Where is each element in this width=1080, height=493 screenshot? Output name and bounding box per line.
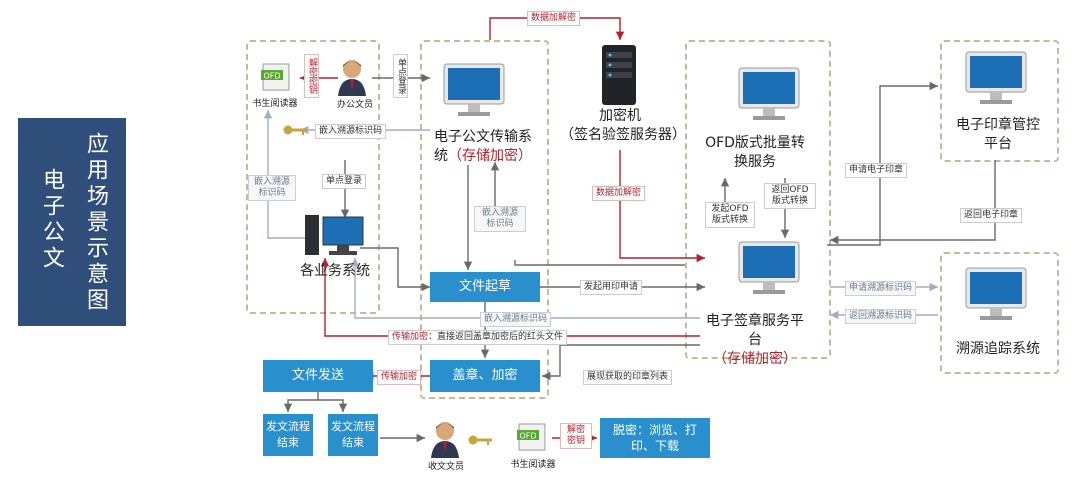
receiver-label: 收文文员 xyxy=(427,462,464,472)
office-group xyxy=(246,40,380,314)
transfer-group xyxy=(420,40,549,399)
embed-trace-bottom-tag: 嵌入溯源标识码 xyxy=(480,312,552,327)
apply-trace-code-tag: 申请溯源标识码 xyxy=(845,281,917,296)
officer-label: 办公文员 xyxy=(336,100,373,110)
transfer-encrypt-2-tag: 传输加密 xyxy=(377,370,422,385)
embed-trace-mid-tag: 嵌入溯源标识码 xyxy=(474,206,526,232)
return-ofd-tag: 返回OFD版式转换 xyxy=(764,183,816,209)
computer-icon xyxy=(735,240,803,298)
return-trace-code-tag: 返回溯源标识码 xyxy=(845,309,917,324)
crypto-machine-label: 加密机（签名验签服务器） xyxy=(560,108,686,143)
title-scene: 应用场景示意图 xyxy=(83,132,108,314)
sign-platform-label: 电子签章服务平台 电子签章服务平台（存储加密） xyxy=(706,313,804,367)
apply-print-tag: 发起用印申请 xyxy=(580,280,643,295)
embed-trace-left-tag: 嵌入溯源标识码 xyxy=(248,175,296,201)
draft-button[interactable]: 文件起草 xyxy=(430,272,540,302)
ofd-reader-bottom-label: 书生阅读器 xyxy=(510,460,556,470)
return-seal-tag: 返回电子印章 xyxy=(960,208,1023,223)
seal-control-label: 电子印章管控平台 xyxy=(956,117,1040,152)
title-doc: 电子公文 xyxy=(39,168,64,272)
embed-trace-top-tag: 嵌入溯源标识码 xyxy=(315,124,387,139)
flow-end-button-2[interactable]: 发文流程结束 xyxy=(328,414,378,456)
flow-end-button-1[interactable]: 发文流程结束 xyxy=(263,414,313,456)
seal-encrypt-button[interactable]: 盖章、加密 xyxy=(430,360,540,392)
computer-icon xyxy=(735,66,803,124)
decrypt-key-bottom-tag: 解密密钥 xyxy=(560,423,592,449)
ofd-batch-label: OFD版式批量转换服务 xyxy=(705,135,805,170)
trace-group xyxy=(940,252,1059,374)
business-systems-label: 各业务系统 xyxy=(300,263,370,279)
computer-icon xyxy=(962,50,1030,108)
person-icon xyxy=(430,420,460,458)
svg-text:OFD: OFD xyxy=(519,432,536,441)
server-icon xyxy=(598,44,640,106)
sso-top-tag: 单点登录 xyxy=(393,54,408,98)
computer-icon xyxy=(440,62,508,120)
show-seal-list-tag: 展现获取的印章列表 xyxy=(583,370,673,385)
sso-mid-tag: 单点登录 xyxy=(322,174,367,189)
decrypt-view-button[interactable]: 脱密：浏览、打印、下载 xyxy=(600,418,710,458)
seal-control-group xyxy=(940,40,1059,162)
transfer-system-label: 电子公文传输系统（存储加密） xyxy=(434,129,532,164)
decrypt-key-top-tag: 解密密钥 xyxy=(304,54,319,98)
computer-icon xyxy=(962,266,1030,324)
trace-system-label: 溯源追踪系统 xyxy=(956,341,1040,357)
sign-group xyxy=(685,40,831,359)
svg-text:OFD: OFD xyxy=(263,72,280,81)
ofd-reader-top-label: 书生阅读器 xyxy=(252,99,298,109)
ofd-document-icon: OFD xyxy=(515,423,551,451)
key-icon xyxy=(283,122,309,136)
transfer-encrypt-tag: 传输加密：直接返回盖章加密后的红头文件 xyxy=(388,330,568,345)
send-button[interactable]: 文件发送 xyxy=(263,360,373,392)
desktop-computer-icon xyxy=(303,213,365,257)
person-icon xyxy=(337,58,367,96)
data-encdec-mid-tag: 数据加解密 xyxy=(592,186,646,201)
start-ofd-tag: 发起OFD版式转换 xyxy=(705,202,755,228)
title-panel: 应用场景示意图 电子公文 xyxy=(18,118,126,326)
apply-seal-tag: 申请电子印章 xyxy=(845,163,908,178)
ofd-document-icon: OFD xyxy=(259,63,295,91)
data-encdec-top-tag: 数据加解密 xyxy=(527,11,581,26)
key-icon xyxy=(468,432,494,446)
